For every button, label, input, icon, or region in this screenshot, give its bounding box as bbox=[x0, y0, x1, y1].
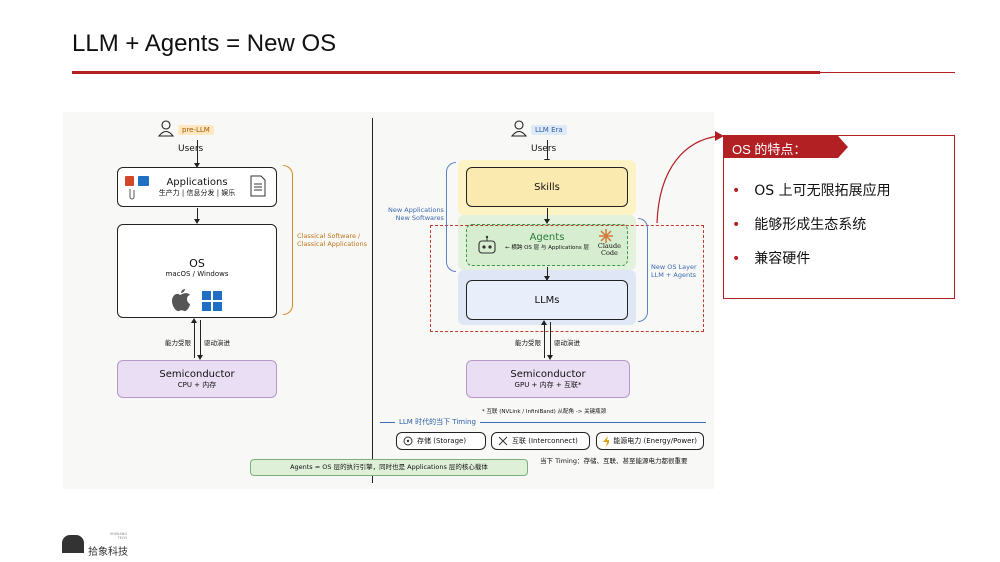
llms-box: LLMs bbox=[466, 280, 628, 320]
arrow-down-left bbox=[197, 320, 203, 360]
timing-header: LLM 时代的当下 Timing bbox=[395, 417, 480, 427]
bullet-1-text: OS 上可无限拓展应用 bbox=[754, 183, 891, 199]
bullet-3-text: 兼容硬件 bbox=[754, 251, 811, 267]
timing-note: 当下 Timing：存储、互联、甚至能源电力都很重要 bbox=[540, 457, 688, 465]
skills-box: Skills bbox=[466, 167, 628, 207]
new-apps-brace bbox=[446, 162, 456, 272]
new-os-brace bbox=[638, 218, 648, 322]
os-subtitle: macOS / Windows bbox=[165, 270, 229, 278]
arrow-users-skills bbox=[544, 140, 550, 164]
interconnect-icon bbox=[498, 436, 508, 446]
semiconductor-right-title: Semiconductor bbox=[510, 369, 586, 380]
era-divider bbox=[372, 118, 373, 483]
arrow-users-apps-left bbox=[194, 140, 200, 168]
semiconductor-right-subtitle: GPU + 内存 + 互联* bbox=[514, 381, 582, 389]
llm-era-tag: LLM Era bbox=[531, 125, 567, 135]
energy-chip: 能源电力 (Energy/Power) bbox=[596, 432, 704, 450]
capability-label-left: 能力受限 bbox=[165, 339, 191, 347]
bullet-2: •能够形成生态系统 bbox=[732, 217, 867, 233]
classical-brace bbox=[283, 165, 293, 315]
users-right-group: LLM Era Users bbox=[531, 117, 567, 155]
agents-box: Agents ← 横跨 OS 层 与 Applications 层 Claude… bbox=[466, 224, 628, 266]
company-logo bbox=[62, 535, 84, 553]
arrow-apps-os-left bbox=[194, 208, 200, 224]
semiconductor-left-title: Semiconductor bbox=[159, 369, 235, 380]
classical-label: Classical Software / Classical Applicati… bbox=[297, 232, 368, 248]
storage-chip: 存储 (Storage) bbox=[396, 432, 486, 450]
llms-title: LLMs bbox=[534, 295, 560, 306]
os-title: OS bbox=[189, 257, 205, 270]
os-features-panel: OS 的特点： •OS 上可无限拓展应用 •能够形成生态系统 •兼容硬件 bbox=[723, 135, 955, 299]
user-icon-left bbox=[158, 120, 174, 137]
claude-code-label: Claude Code bbox=[597, 242, 621, 257]
applications-title: Applications bbox=[166, 177, 228, 188]
arrow-up-right bbox=[541, 320, 547, 358]
company-name: 拾象科技 bbox=[88, 547, 128, 558]
users-left-label: Users bbox=[178, 144, 204, 154]
slide-title: LLM + Agents = New OS bbox=[72, 30, 337, 57]
storage-label: 存储 (Storage) bbox=[417, 437, 467, 445]
arrow-skills-agents bbox=[544, 208, 550, 224]
claude-sparkle-icon bbox=[599, 229, 613, 243]
users-right-label: Users bbox=[531, 144, 557, 154]
lightning-icon bbox=[603, 435, 610, 447]
title-underline bbox=[72, 71, 820, 74]
new-os-label: New OS Layer LLM + Agents bbox=[651, 263, 697, 279]
new-apps-label: New Applications New Softwares bbox=[388, 206, 444, 222]
driver-label-left: 驱动演进 bbox=[204, 339, 230, 347]
users-left-group: pre-LLM Users bbox=[178, 117, 214, 155]
semiconductor-box-right: Semiconductor GPU + 内存 + 互联* bbox=[466, 360, 630, 398]
os-box: OS macOS / Windows bbox=[117, 224, 277, 318]
interconnect-chip: 互联 (Interconnect) bbox=[491, 432, 590, 450]
arrow-up-left bbox=[191, 318, 197, 358]
applications-box: Applications 生产力 | 信息分发 | 娱乐 bbox=[117, 167, 277, 207]
timing-rule bbox=[380, 422, 706, 424]
arrow-agents-llms bbox=[544, 267, 550, 281]
panel-header: OS 的特点： bbox=[724, 136, 848, 158]
bullet-2-text: 能够形成生态系统 bbox=[754, 217, 867, 233]
robot-icon bbox=[478, 235, 496, 254]
driver-label-right: 驱动演进 bbox=[554, 339, 580, 347]
agents-subtitle: ← 横跨 OS 层 与 Applications 层 bbox=[504, 245, 589, 251]
interconnect-label: 互联 (Interconnect) bbox=[512, 437, 578, 445]
applications-subtitle: 生产力 | 信息分发 | 娱乐 bbox=[158, 189, 236, 197]
semiconductor-box-left: Semiconductor CPU + 内存 bbox=[117, 360, 277, 398]
user-icon-right bbox=[511, 120, 527, 137]
capability-label-right: 能力受限 bbox=[515, 339, 541, 347]
document-icon bbox=[250, 175, 266, 197]
bullet-3: •兼容硬件 bbox=[732, 251, 811, 267]
storage-icon bbox=[403, 436, 413, 446]
company-small-text: SHIXIANG TECH bbox=[110, 532, 128, 540]
new-os-dashed-frame bbox=[430, 225, 704, 332]
panel-connector bbox=[656, 131, 724, 224]
agents-summary-note: Agents = OS 层的执行引擎，同时也是 Applications 层的核… bbox=[250, 459, 528, 476]
semiconductor-left-subtitle: CPU + 内存 bbox=[177, 381, 217, 389]
title-underline-thin bbox=[820, 72, 955, 73]
bullet-1: •OS 上可无限拓展应用 bbox=[732, 183, 891, 199]
apple-windows-icons bbox=[172, 289, 222, 312]
interconnect-footnote: * 互联 (NVLink / InfiniBand) 从配角 -> 关键瓶颈 bbox=[482, 409, 607, 415]
energy-label: 能源电力 (Energy/Power) bbox=[613, 437, 697, 445]
pre-llm-tag: pre-LLM bbox=[178, 125, 214, 135]
arrow-down-right bbox=[547, 322, 553, 360]
agents-title: Agents bbox=[529, 232, 565, 243]
office-app-icons bbox=[125, 176, 149, 200]
skills-title: Skills bbox=[534, 182, 560, 193]
